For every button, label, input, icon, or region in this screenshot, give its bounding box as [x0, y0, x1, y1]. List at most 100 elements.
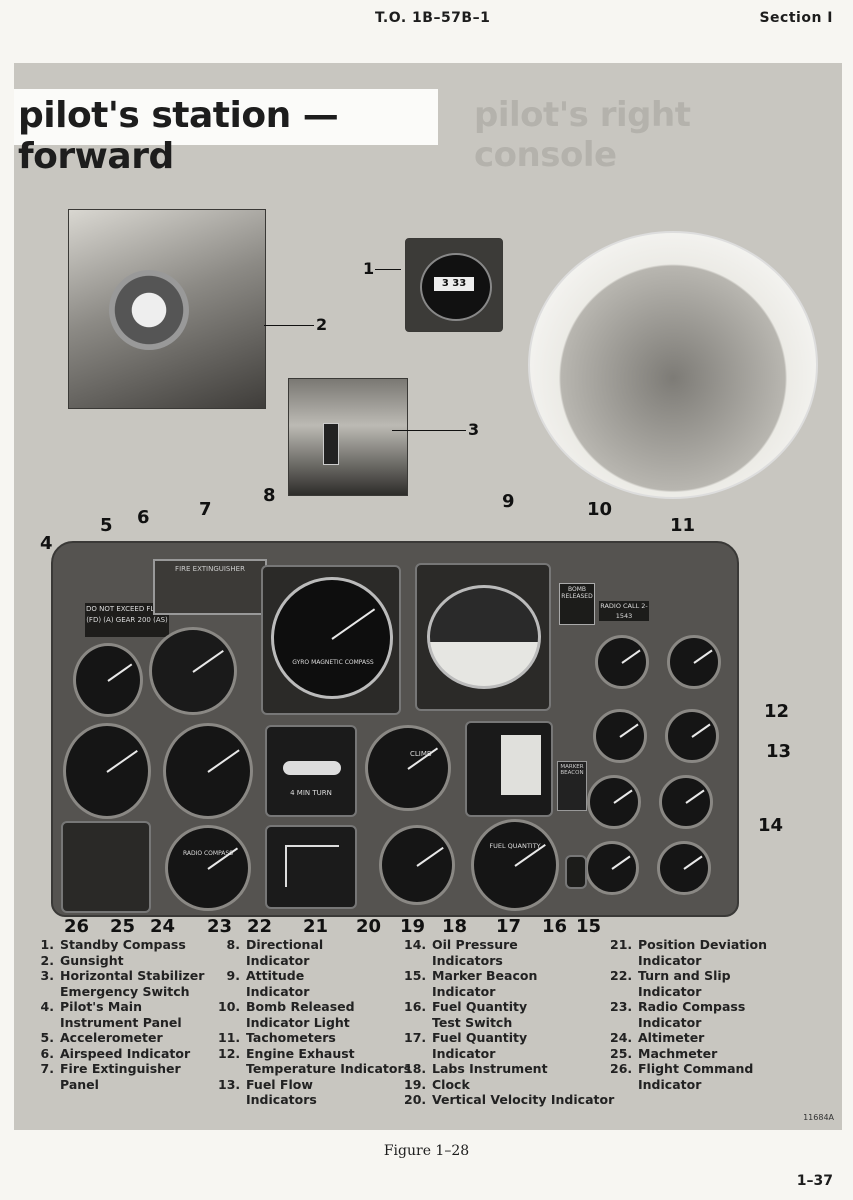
exhaust-temp-right — [665, 709, 719, 763]
legend-item: 13.Fuel Flow Indicators — [218, 1077, 438, 1108]
callout-17: 17 — [496, 916, 522, 937]
legend-item: 21. Position Deviation Indicator — [610, 937, 830, 968]
legend-item: 14. Oil Pressure Indicators — [404, 937, 624, 968]
legend-number: 15. — [404, 968, 427, 983]
callout-19: 19 — [400, 916, 426, 937]
callout-22: 22 — [247, 916, 273, 937]
leader-line-2 — [264, 325, 314, 326]
vertical-velocity-indicator: CLIMB — [365, 725, 451, 811]
position-deviation-indicator — [265, 825, 357, 909]
legend-text: Labs Instrument — [432, 1061, 548, 1076]
legend-item: 8.Directional Indicator — [218, 937, 438, 968]
legend-number: 25. — [610, 1045, 633, 1061]
legend-number: 6. — [40, 1045, 54, 1061]
legend-text: Altimeter — [638, 1030, 705, 1045]
legend-item: 7. Fire Extinguisher Panel — [32, 1061, 252, 1092]
legend-text: Fire Extinguisher Panel — [60, 1061, 181, 1092]
radio-call-placard: RADIO CALL 2-1543 — [599, 601, 649, 621]
callout-26: 26 — [64, 916, 90, 937]
bomb-released-light: BOMB RELEASED — [559, 583, 595, 625]
legend-item: 2.Gunsight — [32, 953, 252, 969]
fuel-flow-left — [587, 775, 641, 829]
legend-number: 21. — [610, 937, 633, 952]
legend-item: 19.Clock — [404, 1077, 624, 1093]
page-number: 1–37 — [796, 1173, 833, 1189]
legend-text: Clock — [432, 1076, 470, 1092]
callout-1: 1 — [363, 259, 375, 278]
legend-number: 10. — [218, 999, 241, 1014]
altimeter — [163, 723, 253, 819]
callout-10: 10 — [587, 499, 613, 520]
legend-number: 12. — [218, 1045, 241, 1061]
cockpit-overview-circle — [528, 231, 818, 499]
legend-item: 15.Marker Beacon Indicator — [404, 968, 624, 999]
legend-item: 18. Labs Instrument — [404, 1061, 624, 1077]
legend-number: 26. — [610, 1061, 633, 1076]
callout-24: 24 — [150, 916, 176, 937]
legend-number: 22. — [610, 968, 633, 983]
legend-item: 16. Fuel Quantity Test Switch — [404, 999, 624, 1030]
legend-text: Position Deviation Indicator — [638, 937, 768, 968]
legend-text: Standby Compass — [60, 937, 186, 952]
callout-3: 3 — [468, 420, 480, 439]
callout-4: 4 — [40, 533, 53, 554]
callout-14: 14 — [758, 815, 784, 836]
callout-6: 6 — [137, 507, 150, 528]
callout-7: 7 — [199, 499, 212, 520]
callout-18: 18 — [442, 916, 468, 937]
callout-9: 9 — [502, 491, 515, 512]
clock — [379, 825, 455, 905]
legend-number: 24. — [610, 1030, 633, 1045]
legend-text: Accelerometer — [60, 1030, 163, 1045]
legend-item: 20.Vertical Velocity Indicator — [404, 1092, 624, 1108]
gunsight-photo — [68, 209, 266, 409]
legend-number: 18. — [404, 1061, 427, 1076]
airspeed-indicator — [149, 627, 237, 715]
legend-number: 14. — [404, 937, 427, 952]
legend-number: 23. — [610, 999, 633, 1014]
legend-text: Vertical Velocity Indicator — [432, 1092, 615, 1107]
callout-11: 11 — [670, 515, 696, 536]
legend-text: Fuel Quantity Test Switch — [432, 999, 528, 1030]
legend-item: 24. Altimeter — [610, 1030, 830, 1046]
legend-number: 11. — [218, 1030, 241, 1045]
legend-text: Flight Command Indicator — [638, 1061, 754, 1092]
legend-text: Tachometers — [246, 1030, 336, 1045]
legend-text: Attitude Indicator — [246, 968, 310, 999]
callout-2: 2 — [316, 315, 328, 334]
callout-20: 20 — [356, 916, 382, 937]
standby-compass-photo: 3 33 — [405, 238, 503, 332]
legend-number: 7. — [40, 1061, 54, 1076]
legend-number: 16. — [404, 999, 427, 1014]
callout-16: 16 — [542, 916, 568, 937]
fuel-quantity-indicator: FUEL QUANTITY — [471, 819, 559, 911]
fuel-quantity-test-switch — [565, 855, 587, 889]
legend-text: Gunsight — [60, 952, 124, 968]
fuel-flow-right — [659, 775, 713, 829]
legend-item: 5.Accelerometer — [32, 1030, 252, 1046]
leader-line-3 — [392, 430, 466, 431]
legend-text: Turn and Slip Indicator — [638, 968, 731, 999]
section-label: Section I — [759, 10, 833, 26]
legend-number: 9. — [226, 968, 240, 983]
callout-8: 8 — [263, 485, 276, 506]
legend-item: 4.Pilot's Main Instrument Panel — [32, 999, 252, 1030]
legend-text: Oil Pressure Indicators — [432, 937, 518, 968]
flight-command-indicator — [61, 821, 151, 913]
legend-item: 10.Bomb Released Indicator Light — [218, 999, 438, 1030]
callout-21: 21 — [303, 916, 329, 937]
legend-number: 1. — [40, 937, 54, 952]
legend-item: 23.Radio Compass Indicator — [610, 999, 830, 1030]
illustration-plate: pilot's station — forward pilot's right … — [14, 63, 842, 1130]
turn-and-slip-indicator: 4 MIN TURN — [265, 725, 357, 817]
page-title: pilot's station — forward — [18, 95, 339, 177]
legend-item: 12.Engine Exhaust Temperature Indicators — [218, 1046, 438, 1077]
figure-caption: Figure 1–28 — [383, 1143, 470, 1159]
legend-number: 3. — [40, 968, 54, 983]
compass-dial-label: GYRO MAGNETIC COMPASS — [292, 659, 374, 666]
legend-text: Directional Indicator — [246, 937, 324, 968]
legend-text: Machmeter — [638, 1045, 718, 1061]
accelerometer — [73, 643, 143, 717]
labs-instrument — [465, 721, 553, 817]
exhaust-temp-left — [593, 709, 647, 763]
